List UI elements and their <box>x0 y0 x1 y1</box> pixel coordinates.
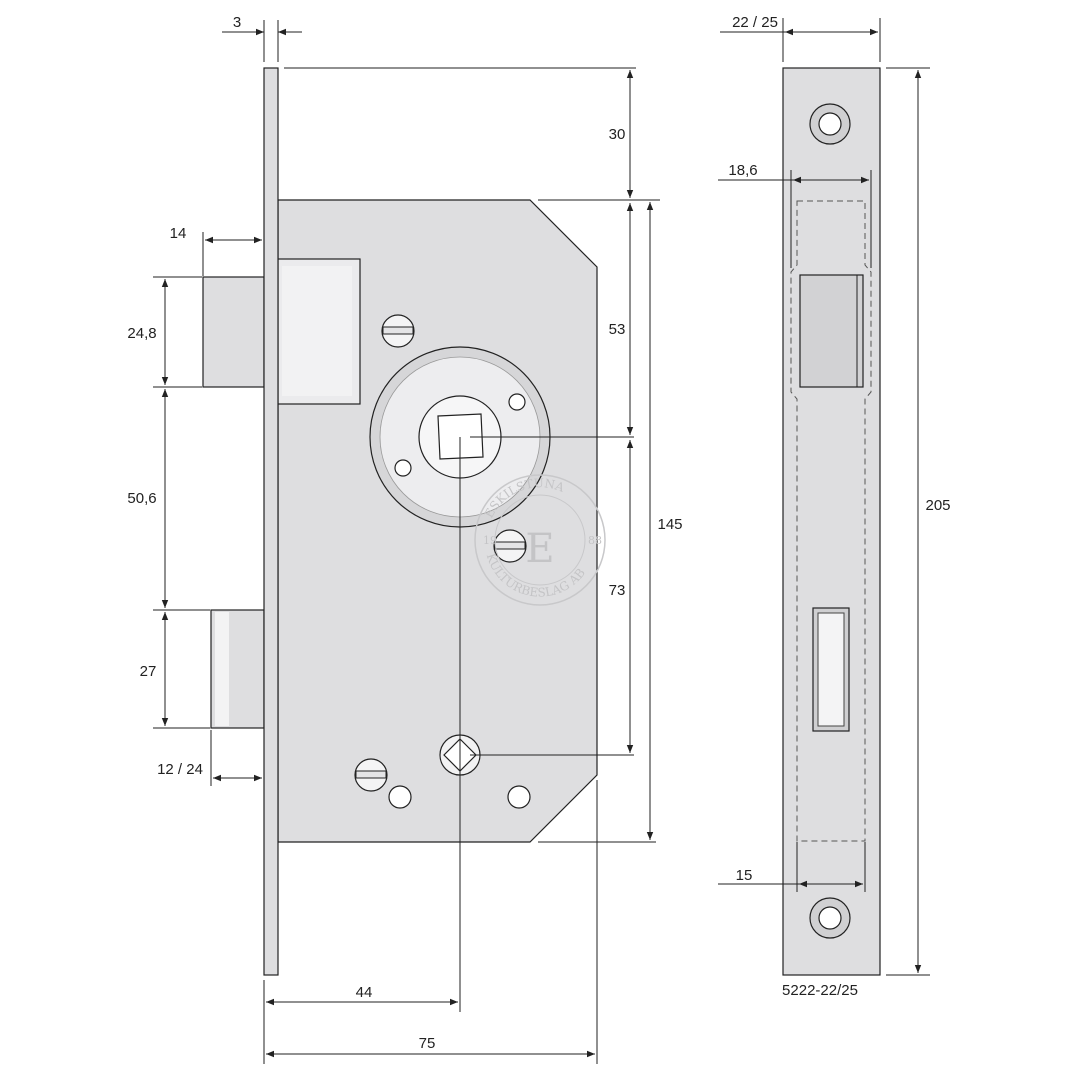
dim-faceplate-width: 22 / 25 <box>732 14 778 31</box>
latch-front <box>799 274 864 388</box>
screw-hole <box>809 897 851 939</box>
dim-faceplate-length: 205 <box>925 497 950 514</box>
latch-bolt <box>202 276 265 388</box>
screw-hole <box>809 103 851 145</box>
dimension-lines-front <box>718 18 930 976</box>
dim-case-height: 145 <box>657 516 682 533</box>
model-number: 5222-22/25 <box>782 982 858 999</box>
screw <box>354 758 388 792</box>
dim-latch-height: 24,8 <box>127 325 156 342</box>
front-view: 22 / 25 18,6 205 15 5222-22/25 <box>718 14 951 999</box>
case-outline-hidden <box>790 200 872 842</box>
dim-deadbolt-height: 27 <box>140 663 157 680</box>
dimension-lines <box>153 20 660 1064</box>
spindle-square-icon <box>437 413 484 460</box>
dim-case-depth: 75 <box>419 1035 436 1052</box>
side-view: 3 30 14 24,8 50,6 27 12 / 24 53 73 145 4… <box>127 14 683 1064</box>
dim-latch-projection: 14 <box>170 225 187 242</box>
dim-case-width-bottom: 15 <box>736 867 753 884</box>
dim-case-width: 18,6 <box>728 162 757 179</box>
watermark-year-right: 88 <box>588 534 602 547</box>
faceplate <box>263 67 279 976</box>
watermark-logo: E 19 88 ESKILSTUNA KULTURBESLAG AB <box>474 474 606 606</box>
dim-faceplate-thickness: 3 <box>233 14 241 31</box>
watermark-year-left: 19 <box>483 534 497 547</box>
dim-case-to-spindle: 53 <box>609 321 626 338</box>
dim-latch-to-deadbolt: 50,6 <box>127 490 156 507</box>
dim-backset: 44 <box>356 984 373 1001</box>
faceplate-front <box>782 67 881 976</box>
screw <box>381 314 415 348</box>
dim-spindle-to-cylinder: 73 <box>609 582 626 599</box>
screw <box>493 529 527 563</box>
dim-deadbolt-projection: 12 / 24 <box>157 761 203 778</box>
watermark-letter: E <box>525 526 554 572</box>
dim-top-to-case: 30 <box>609 126 626 143</box>
